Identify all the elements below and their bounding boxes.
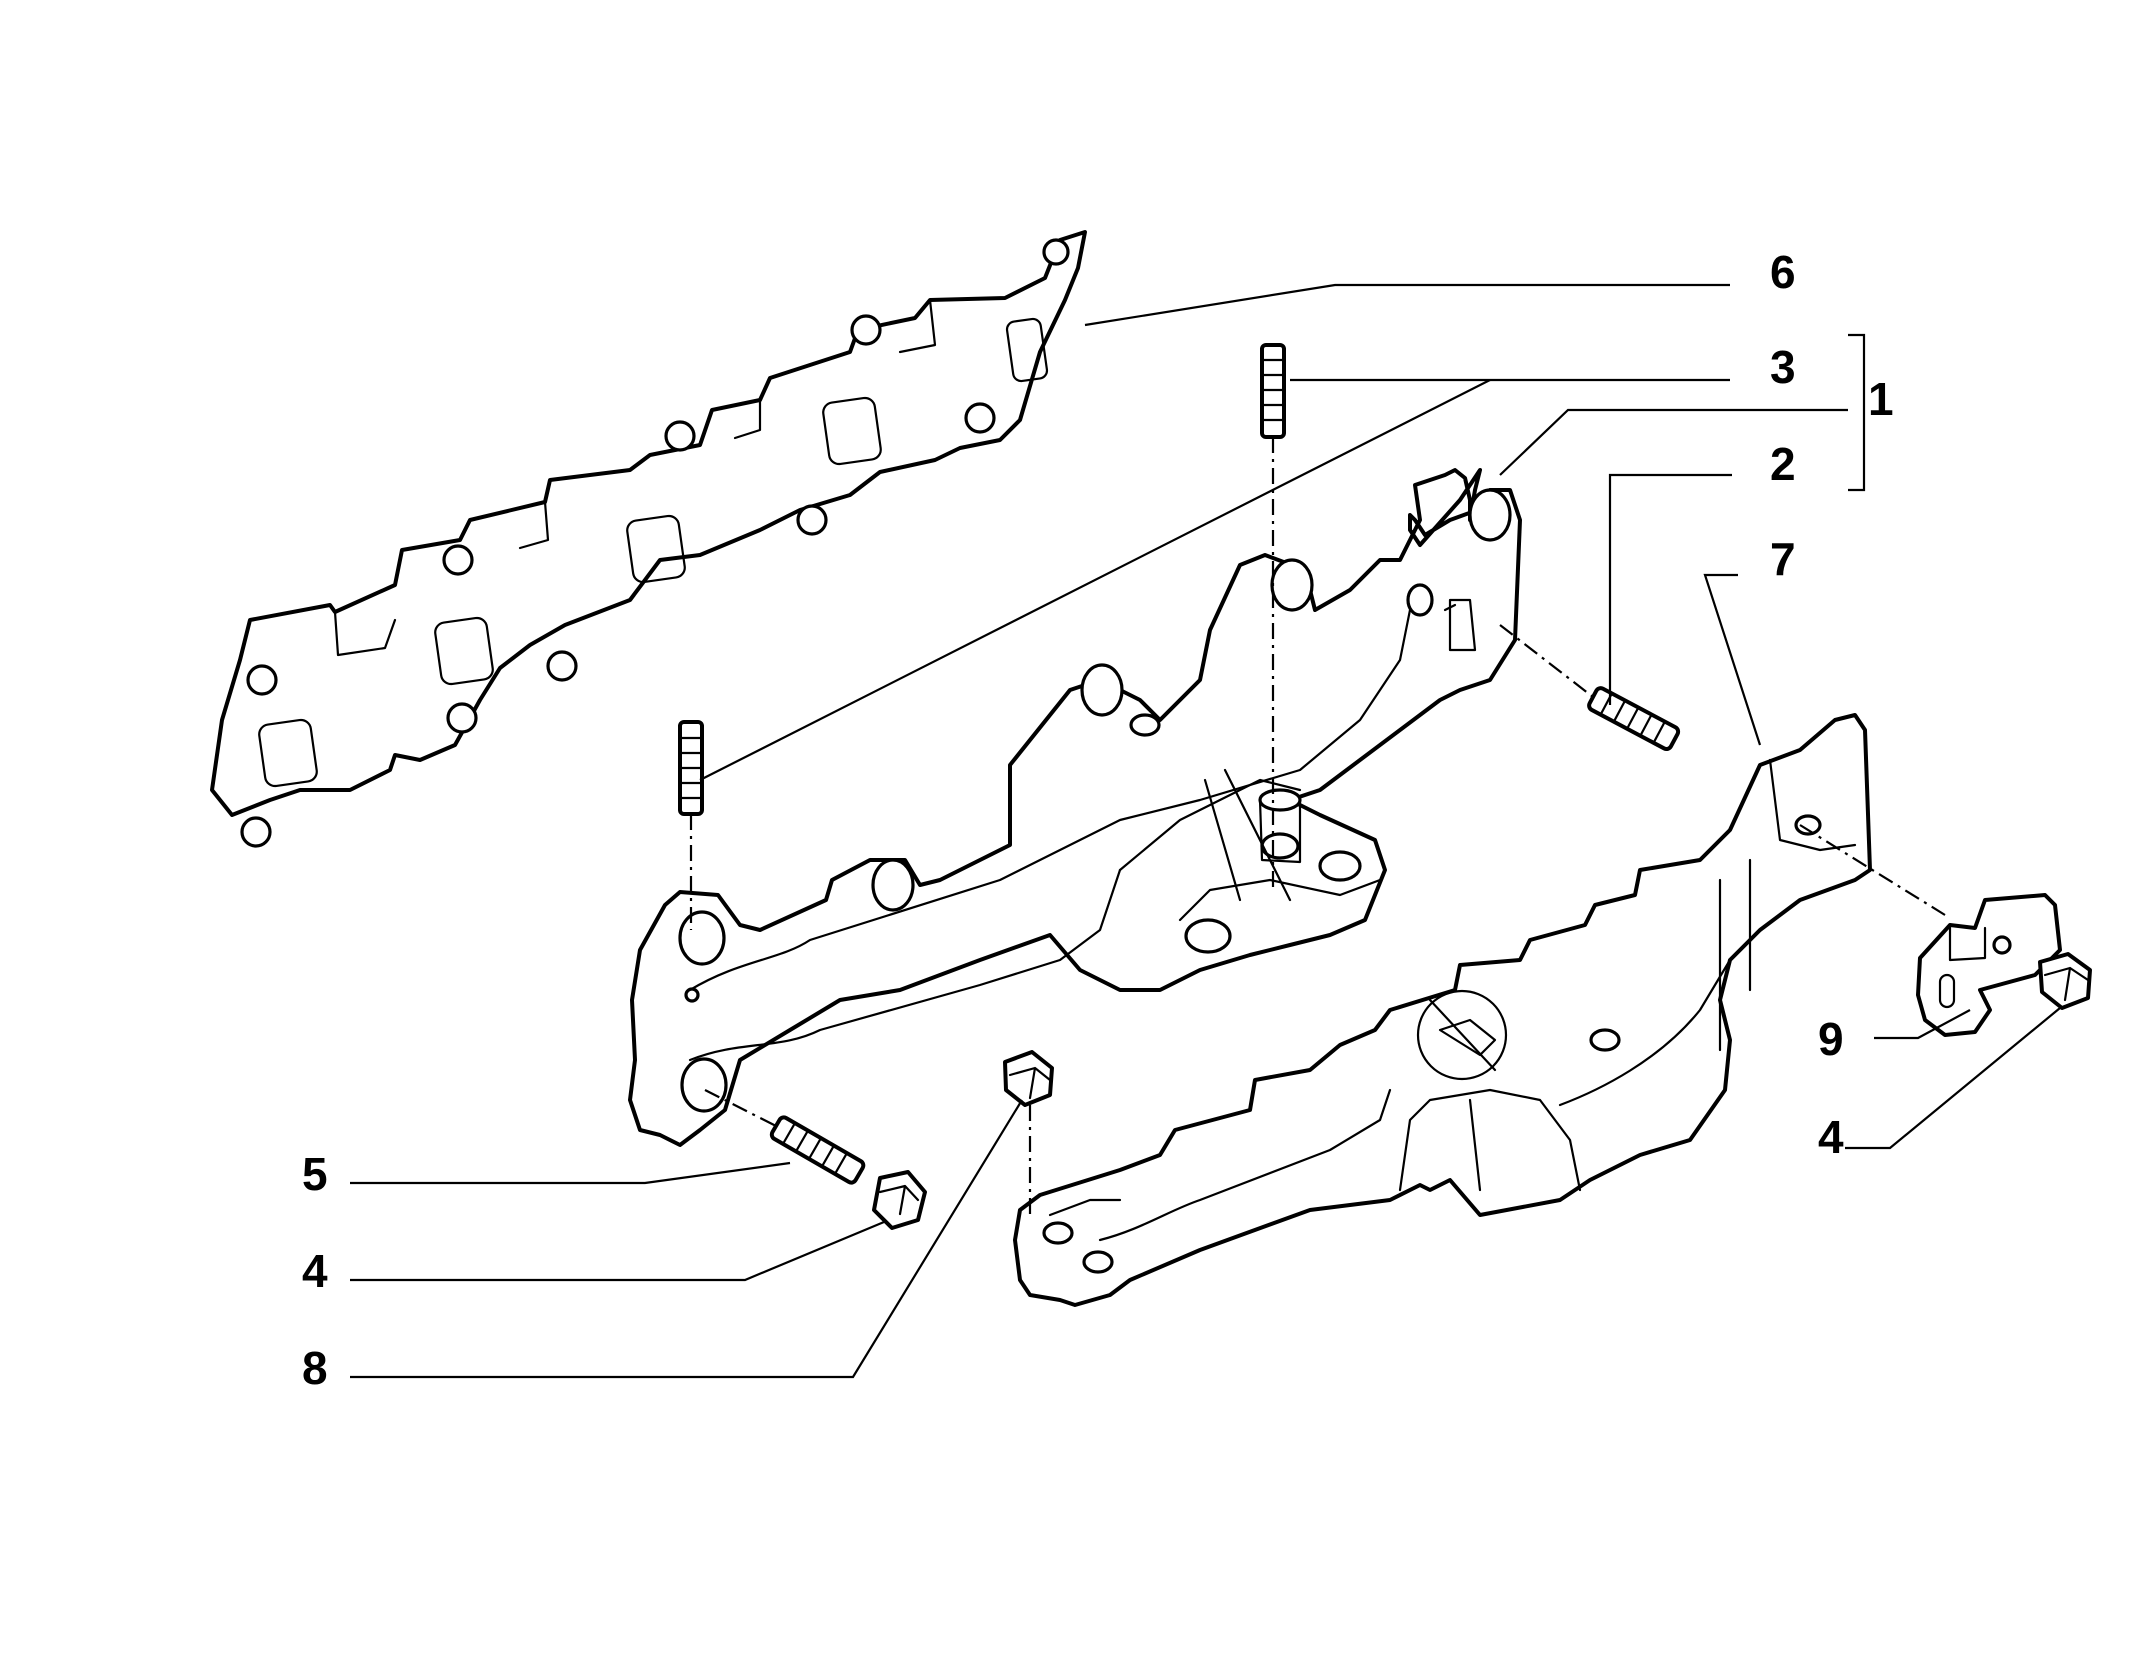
callout-9: 9 [1818,1013,1844,1065]
stud-angled-right [1587,686,1681,752]
callout-6: 6 [1770,246,1796,298]
stud-vertical-left [678,720,704,816]
manifold-gasket [210,230,1087,848]
bracket [1916,893,2062,1037]
stud-angled-left [769,1115,866,1185]
callout-7: 7 [1770,533,1796,585]
nut-left [872,1170,927,1230]
callout-2: 2 [1770,438,1796,490]
leader-lines [350,283,2061,1379]
callout-5: 5 [302,1148,328,1200]
nut-right [2038,952,2092,1010]
heat-shield [1013,713,1872,1307]
callout-3: 3 [1770,341,1796,393]
assembly-centerlines [689,437,1946,1220]
callout-4-right: 4 [1818,1111,1844,1163]
callout-8: 8 [302,1342,328,1394]
stud-vertical-center [1260,343,1286,439]
exhaust-manifold [628,468,1522,1147]
callout-labels: 6 3 1 2 7 9 4 5 4 8 [302,246,1894,1394]
callout-1: 1 [1868,373,1894,425]
callout-4-left: 4 [302,1245,328,1297]
nut-center [1003,1050,1054,1107]
